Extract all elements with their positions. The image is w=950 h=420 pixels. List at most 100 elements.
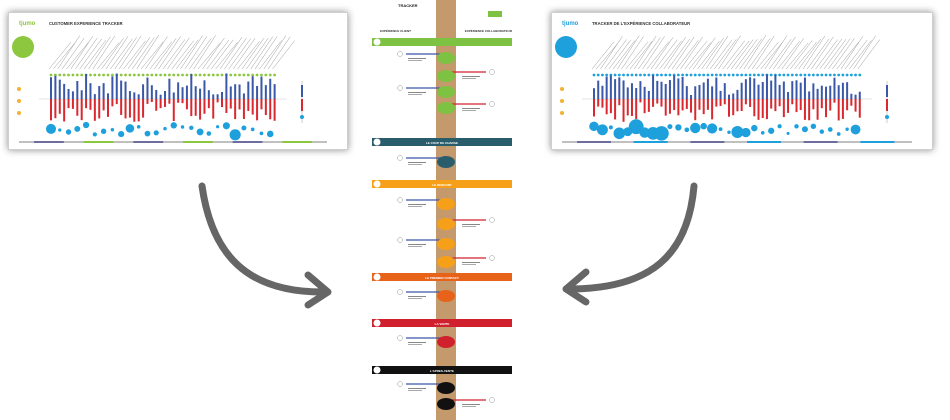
touchpoint-bubble <box>437 336 455 348</box>
timeline-endpoint <box>397 85 403 91</box>
bar-positive <box>664 84 667 99</box>
touchpoint-bubble <box>437 238 455 250</box>
bar-negative <box>677 99 680 116</box>
column-header-label <box>705 35 729 70</box>
bar-positive <box>770 80 773 99</box>
column-marker <box>719 73 722 77</box>
bar-positive <box>744 79 747 99</box>
bar-negative <box>76 99 79 116</box>
column-header-label <box>61 38 85 70</box>
bar-positive <box>850 93 853 99</box>
bar-positive <box>85 73 88 99</box>
timeline-endpoint <box>489 101 495 107</box>
bar-negative <box>85 99 88 109</box>
column-header-label <box>731 39 754 70</box>
column-header-label <box>832 38 855 70</box>
column-marker <box>710 73 714 77</box>
column-marker <box>647 73 651 77</box>
column-marker <box>605 73 609 77</box>
touchpoint-caption <box>408 60 422 61</box>
bar-positive <box>120 80 123 99</box>
column-marker <box>660 73 663 77</box>
footer-segment <box>282 141 313 143</box>
bar-negative <box>706 99 709 110</box>
touchpoint-bubble <box>437 218 455 230</box>
column-header-label <box>145 36 168 70</box>
bar-negative <box>635 99 638 120</box>
column-marker <box>268 73 272 77</box>
column-header-label <box>760 41 783 70</box>
column-marker <box>841 73 845 77</box>
bar-positive <box>622 80 625 99</box>
column-marker <box>714 73 718 77</box>
bar-positive <box>124 81 127 99</box>
bar-negative <box>137 99 140 122</box>
column-marker <box>80 73 84 77</box>
column-marker <box>807 73 811 77</box>
column-marker <box>854 73 857 77</box>
score-bubble <box>760 131 765 135</box>
column-header-label <box>849 40 872 70</box>
footer-segment <box>860 141 895 143</box>
column-header-label <box>815 39 838 70</box>
column-marker <box>203 73 206 77</box>
bar-positive <box>841 82 844 99</box>
score-bubble <box>654 126 669 141</box>
bar-negative <box>829 99 832 111</box>
column-marker <box>803 73 807 77</box>
bar-positive <box>194 86 197 99</box>
column-marker <box>242 73 246 77</box>
bar-negative <box>115 99 118 105</box>
bar-negative <box>159 99 162 109</box>
column-marker <box>634 73 638 77</box>
score-bubble <box>819 129 825 134</box>
column-header-label <box>215 42 238 70</box>
column-header-label <box>756 41 779 70</box>
timeline-endpoint <box>489 397 495 403</box>
column-marker <box>246 73 250 77</box>
column-header-label <box>118 35 142 70</box>
column-header-label <box>612 40 636 70</box>
bar-negative <box>812 99 815 110</box>
column-marker <box>845 73 849 77</box>
bar-positive <box>782 81 785 99</box>
touchpoint-caption <box>408 246 422 247</box>
bar-negative <box>50 99 52 121</box>
column-header-label <box>638 37 661 70</box>
bar-positive <box>749 77 752 99</box>
column-header-label <box>237 41 260 70</box>
touchpoint-bubble <box>437 256 455 268</box>
column-marker <box>220 73 224 77</box>
bar-negative <box>740 99 743 112</box>
bar-negative <box>850 99 853 106</box>
column-marker <box>664 73 668 77</box>
column-header-label <box>747 38 771 70</box>
touchpoint-caption <box>408 344 422 345</box>
score-bubble <box>608 125 613 130</box>
timeline-endpoint <box>397 289 403 295</box>
bar-negative <box>719 99 722 106</box>
bar-negative <box>609 99 612 114</box>
column-marker <box>601 73 604 77</box>
bar-negative <box>770 99 773 109</box>
score-bubble <box>589 121 599 132</box>
bar-negative <box>702 99 705 115</box>
column-header-label <box>735 39 758 70</box>
column-marker <box>211 73 215 77</box>
bar-positive <box>597 80 600 99</box>
bar-positive <box>778 84 781 99</box>
section-banner <box>372 273 512 281</box>
column-header-label <box>773 36 796 70</box>
footer-segment <box>747 141 781 143</box>
score-bubble <box>206 131 212 136</box>
touchpoint-caption <box>408 388 426 389</box>
score-bubble <box>786 131 790 135</box>
bar-negative <box>172 99 175 122</box>
column-header-label <box>680 36 703 70</box>
bar-positive <box>229 86 232 99</box>
footer-bar <box>562 141 912 143</box>
score-bubble <box>125 124 135 133</box>
bar-positive <box>93 94 96 99</box>
bar-positive <box>765 74 768 99</box>
